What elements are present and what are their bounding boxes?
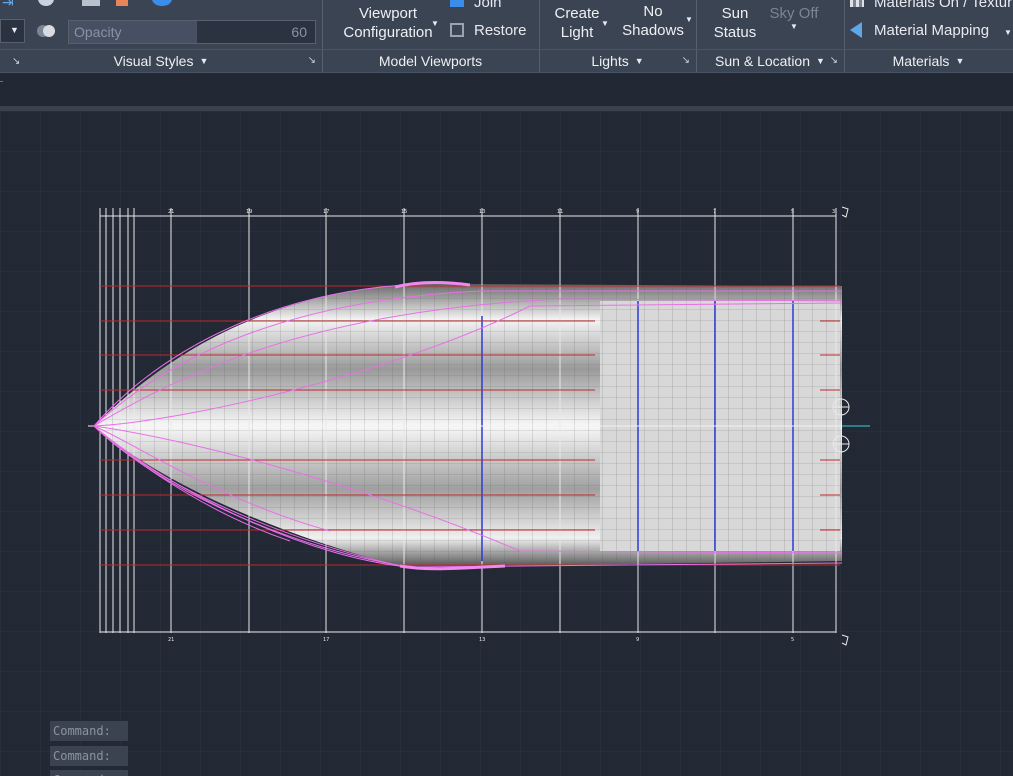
panel-lights: Create Light ▼ No Shadows ▼ Lights ▼ ↘ — [539, 0, 697, 72]
checker-icon — [850, 0, 864, 7]
panel-title-label: Materials — [892, 53, 950, 69]
command-history-line: Command: — [50, 721, 128, 741]
svg-text:7: 7 — [713, 209, 716, 215]
chevron-down-icon: ▼ — [601, 19, 609, 28]
style-dropdown[interactable]: ▼ — [0, 19, 25, 43]
material-mapping-button[interactable]: Material Mapping — [850, 22, 989, 40]
restore-icon — [450, 23, 464, 37]
waterlines — [100, 285, 840, 566]
globe-icon[interactable] — [152, 0, 172, 6]
sheer-top — [394, 281, 471, 289]
no-shadows-line2: Shadows — [622, 22, 684, 39]
viewport-config-line1: Viewport — [358, 5, 418, 22]
chevron-down-icon: ▼ — [1004, 28, 1012, 37]
chevron-down-icon: ▼ — [790, 22, 798, 31]
chevron-down-icon: ▼ — [634, 56, 644, 66]
svg-text:13: 13 — [479, 637, 485, 643]
hull-drawing[interactable]: 21 19 17 15 13 11 9 7 5 3 21 17 13 9 5 — [0, 111, 1013, 776]
create-light-line2: Light — [560, 24, 594, 41]
panel-launcher-icon[interactable]: ↘ — [681, 55, 690, 66]
chevron-down-icon: ▼ — [955, 56, 965, 66]
chevron-down-icon: ▼ — [685, 15, 693, 24]
panel-model-viewports: Viewport Configuration ▼ Join Restore Mo… — [322, 0, 540, 72]
svg-text:21: 21 — [168, 637, 174, 643]
panel-title-label: Sun & Location — [715, 53, 811, 69]
ribbon: ⇥ ▼ Opacity 60 Visual Styles ▼ ↘ ↘ Viewp… — [0, 0, 1013, 73]
model-space-canvas[interactable]: 21 19 17 15 13 11 9 7 5 3 21 17 13 9 5 — [0, 111, 1013, 776]
opacity-slider-fill — [69, 21, 197, 43]
svg-text:11: 11 — [557, 209, 563, 215]
create-light-button[interactable]: Create Light — [547, 4, 607, 42]
materials-on-button[interactable]: Materials On / Textur — [850, 0, 1012, 12]
chevron-down-icon: ▼ — [431, 19, 439, 28]
panel-launcher-icon[interactable]: ↘ — [12, 56, 21, 67]
sheer-bottom — [399, 564, 506, 571]
no-shadows-button[interactable]: No Shadows — [619, 2, 687, 40]
create-light-line1: Create — [554, 5, 600, 22]
sun-status-line1: Sun — [721, 5, 749, 22]
panel-visual-styles: ⇥ ▼ Opacity 60 Visual Styles ▼ ↘ ↘ — [0, 0, 323, 72]
panel-title-label: Visual Styles — [113, 53, 194, 69]
transom-symbols — [832, 206, 850, 646]
svg-text:3: 3 — [832, 209, 835, 215]
cylinder-icon[interactable] — [116, 0, 128, 6]
svg-text:17: 17 — [323, 637, 329, 643]
svg-text:13: 13 — [479, 209, 485, 215]
sphere-icon[interactable] — [38, 0, 54, 6]
opacity-slider[interactable]: Opacity 60 — [68, 20, 316, 44]
material-mapping-label: Material Mapping — [874, 22, 990, 39]
no-shadows-line1: No — [643, 3, 663, 20]
arrow-icon[interactable]: ⇥ — [2, 0, 14, 10]
command-history-line: Command: — [50, 746, 128, 766]
material-mapping-icon — [850, 22, 862, 38]
svg-text:15: 15 — [401, 209, 407, 215]
restore-label: Restore — [474, 22, 527, 39]
opacity-toggle-icon[interactable] — [36, 24, 56, 38]
panel-materials: Materials On / Textur Material Mapping ▼… — [844, 0, 1013, 72]
sky-off-button[interactable]: Sky Off — [766, 4, 822, 23]
panel-launcher-icon[interactable]: ↘ — [307, 55, 316, 66]
box-icon[interactable] — [82, 0, 100, 6]
materials-on-label: Materials On / Textur — [874, 0, 1013, 11]
station-lines — [99, 208, 837, 633]
svg-text:9: 9 — [636, 637, 639, 643]
panel-title-sun-location[interactable]: Sun & Location ▼ — [696, 49, 844, 72]
svg-text:21: 21 — [168, 209, 174, 215]
station-ticks: 21 19 17 15 13 11 9 7 5 3 21 17 13 9 5 — [168, 209, 835, 643]
command-history-line: Command: — [50, 770, 128, 776]
sun-status-button[interactable]: Sun Status — [706, 4, 764, 42]
panel-launcher-icon[interactable]: ↘ — [829, 55, 838, 66]
panel-title-visual-styles[interactable]: Visual Styles ▼ — [0, 49, 322, 72]
svg-text:17: 17 — [323, 209, 329, 215]
opacity-label: Opacity — [74, 24, 122, 40]
join-label: Join — [474, 0, 502, 11]
panel-sun-location: Sun Status Sky Off ▼ Sun & Location ▼ ↘ — [696, 0, 845, 72]
opacity-value: 60 — [291, 24, 307, 40]
viewport-config-line2: Configuration — [343, 24, 433, 41]
join-icon — [450, 0, 464, 7]
tab-bar-divider — [0, 106, 1013, 111]
chevron-down-icon: ▼ — [199, 56, 209, 66]
chevron-down-icon: ▼ — [816, 56, 825, 66]
viewport-configuration-button[interactable]: Viewport Configuration — [336, 4, 440, 42]
join-button[interactable]: Join — [450, 0, 502, 12]
panel-title-materials[interactable]: Materials ▼ — [844, 49, 1013, 72]
panel-title-lights[interactable]: Lights ▼ — [539, 49, 696, 72]
svg-text:5: 5 — [791, 209, 794, 215]
svg-text:5: 5 — [791, 637, 794, 643]
sky-off-label: Sky Off — [769, 5, 819, 22]
chevron-down-icon: ▼ — [10, 25, 19, 35]
svg-text:9: 9 — [636, 209, 639, 215]
hull-curves — [93, 283, 843, 569]
panel-title-label: Model Viewports — [378, 53, 483, 69]
sun-status-line2: Status — [713, 24, 757, 41]
panel-title-model-viewports[interactable]: Model Viewports — [322, 49, 539, 72]
restore-button[interactable]: Restore — [450, 22, 527, 40]
svg-text:19: 19 — [246, 209, 252, 215]
file-tab-bar — [0, 73, 1013, 111]
panel-title-label: Lights — [591, 53, 629, 69]
tab-edge — [0, 81, 3, 82]
